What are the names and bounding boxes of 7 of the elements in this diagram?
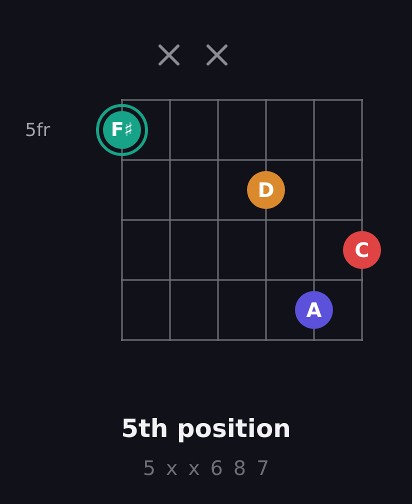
note-dot: D xyxy=(247,171,285,209)
note-dot: C xyxy=(343,231,381,269)
fret-sequence: 5 x x 6 8 7 xyxy=(142,455,272,481)
fret-number: 5fr xyxy=(25,119,50,143)
root-note-dot: F♯ xyxy=(96,104,148,156)
chord-title: 5th position xyxy=(121,413,291,445)
note-dot: A xyxy=(295,291,333,329)
